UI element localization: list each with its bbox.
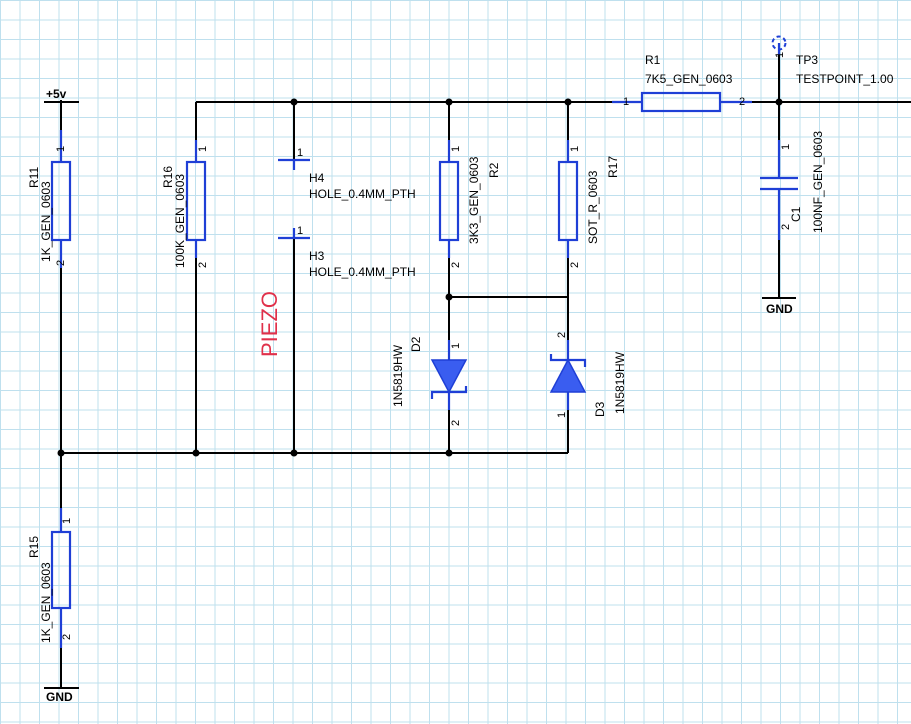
diode-d3[interactable]: 2 1 D3 1N5819HW: [549, 332, 627, 418]
junction-dot: [290, 98, 298, 106]
junction-dot: [445, 449, 453, 457]
d2-value: 1N5819HW: [391, 344, 405, 407]
piezo-label: PIEZO: [257, 291, 282, 357]
r16-pin1: 1: [197, 146, 209, 152]
r11-ref: R11: [27, 167, 41, 188]
d3-ref: D3: [593, 401, 607, 417]
c1-ref: C1: [789, 206, 803, 222]
r2-pin1: 1: [450, 146, 462, 152]
r2-value: 3K3_GEN_0603: [467, 156, 481, 244]
r17-value: SOT_R_0603: [586, 170, 600, 244]
d3-value: 1N5819HW: [613, 351, 627, 414]
r17-pin1: 1: [569, 146, 581, 152]
c1-pin1: 1: [780, 144, 792, 150]
tp3-pin: 1: [774, 52, 786, 58]
r16-value: 100K_GEN_0603: [173, 174, 187, 268]
junction-dot: [445, 293, 453, 301]
h4-value: HOLE_0.4MM_PTH: [309, 187, 416, 201]
junction-dot: [290, 449, 298, 457]
d3-pin1: 1: [556, 412, 568, 418]
r11-pin1: 1: [55, 146, 67, 152]
diode-d2[interactable]: 1 2 D2 1N5819HW: [391, 336, 468, 426]
d2-pin1: 1: [450, 343, 462, 349]
testpoint-tp3[interactable]: 1 TP3 TESTPOINT_1.00: [771, 35, 894, 87]
resistor-r17[interactable]: 1 2 SOT_R_0603 R17: [557, 140, 620, 268]
hole-h4[interactable]: 1 H4 HOLE_0.4MM_PTH: [278, 147, 416, 201]
resistor-r2[interactable]: 1 2 3K3_GEN_0603 R2: [438, 140, 501, 268]
gnd-c1-label: GND: [766, 302, 793, 316]
h3-value: HOLE_0.4MM_PTH: [309, 265, 416, 279]
r15-body: [50, 530, 72, 610]
r15-value: 1K_GEN_0603: [39, 562, 53, 643]
h4-ref: H4: [309, 171, 325, 185]
power-5v-label: +5v: [46, 87, 67, 101]
junction-dot: [57, 449, 65, 457]
r1-pin1: 1: [623, 96, 629, 108]
capacitor-c1[interactable]: 1 2 C1 100NF_GEN_0603: [760, 131, 825, 240]
c1-value: 100NF_GEN_0603: [811, 131, 825, 233]
r2-pin2: 2: [450, 262, 462, 268]
resistor-r15[interactable]: 1 2 R15 1K_GEN_0603: [27, 508, 73, 648]
d3-pin2: 2: [556, 332, 568, 338]
r17-body: [557, 160, 579, 242]
gnd-bottom-label: GND: [46, 690, 73, 704]
h3-pin: 1: [297, 225, 303, 237]
r15-pin1: 1: [61, 518, 73, 524]
junction-dot: [564, 98, 572, 106]
r16-pin2: 2: [197, 262, 209, 268]
r11-body: [50, 160, 72, 242]
hole-h3[interactable]: 1 H3 HOLE_0.4MM_PTH: [278, 225, 416, 279]
r11-pin2: 2: [55, 260, 67, 266]
r1-body: [640, 91, 722, 113]
power-5v-symbol[interactable]: +5v: [44, 87, 79, 103]
r16-ref: R16: [161, 166, 175, 188]
junction-dots: [57, 98, 783, 457]
r11-value: 1K_GEN_0603: [39, 181, 53, 262]
r2-ref: R2: [487, 162, 501, 178]
h4-pin: 1: [297, 147, 303, 159]
tp3-ref: TP3: [796, 53, 818, 67]
r1-pin2: 2: [739, 96, 745, 108]
d3-triangle: [549, 358, 587, 393]
r15-ref: R15: [27, 536, 41, 558]
wires: [60, 55, 911, 688]
r17-pin2: 2: [569, 262, 581, 268]
resistor-r16[interactable]: 1 2 R16 100K_GEN_0603: [161, 140, 209, 268]
junction-dot: [445, 98, 453, 106]
r17-ref: R17: [606, 156, 620, 178]
ground-symbol-bottom[interactable]: GND: [44, 687, 79, 704]
junction-dot: [192, 449, 200, 457]
tp3-value: TESTPOINT_1.00: [796, 72, 894, 86]
resistor-r1[interactable]: 1 2 R1 7K5_GEN_0603: [612, 53, 752, 113]
h3-ref: H3: [309, 249, 325, 263]
d2-pin2: 2: [450, 420, 462, 426]
r1-ref: R1: [645, 53, 661, 67]
resistor-r11[interactable]: 1 2 R11 1K_GEN_0603: [27, 130, 72, 268]
d2-triangle: [430, 359, 468, 394]
junction-dot: [775, 98, 783, 106]
r1-value: 7K5_GEN_0603: [645, 72, 733, 86]
d2-ref: D2: [409, 336, 423, 352]
r15-pin2: 2: [61, 634, 73, 640]
ground-symbol-c1[interactable]: GND: [762, 297, 796, 316]
c1-pin2: 2: [780, 224, 792, 230]
